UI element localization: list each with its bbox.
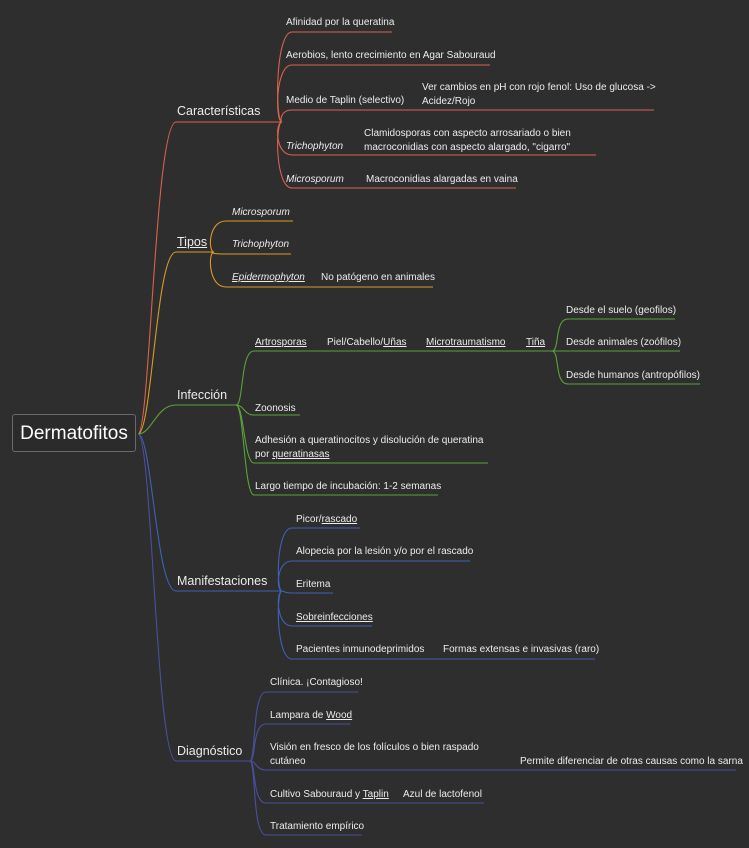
- node-desde-animales[interactable]: Desde animales (zoófilos): [566, 337, 682, 348]
- lampara-text: Lampara de: [270, 710, 327, 721]
- node-aerobios[interactable]: Aerobios, lento crecimiento en Agar Sabo…: [286, 50, 496, 61]
- node-tina[interactable]: Tiña: [526, 337, 546, 348]
- node-tratamiento[interactable]: Tratamiento empírico: [270, 821, 365, 832]
- node-cultivo-detail[interactable]: Azul de lactofenol: [403, 789, 482, 800]
- node-trichophyton-detail-line2[interactable]: macroconidias con aspecto alargado, "cig…: [364, 142, 571, 153]
- node-cultivo[interactable]: Cultivo Sabouraud y Taplin: [270, 788, 389, 801]
- node-incubacion[interactable]: Largo tiempo de incubación: 1-2 semanas: [255, 481, 442, 492]
- queratinasas-text: queratinasas: [272, 449, 330, 460]
- node-clinica[interactable]: Clínica. ¡Contagioso!: [270, 677, 363, 688]
- node-taplin-detail-line2[interactable]: Acidez/Rojo: [422, 96, 476, 107]
- infeccion-links: [137, 318, 700, 496]
- branch-manifestaciones[interactable]: Manifestaciones: [177, 574, 268, 588]
- node-piel-cabello-unas[interactable]: Piel/Cabello/Uñas: [327, 336, 407, 349]
- node-vision-line2[interactable]: cutáneo: [270, 756, 306, 767]
- tipos-links: [137, 220, 433, 435]
- node-desde-humanos[interactable]: Desde humanos (antropófilos): [566, 370, 700, 381]
- node-trichophyton-caract[interactable]: Trichophyton: [286, 141, 344, 152]
- node-vision-line1[interactable]: Visión en fresco de los folículos o bien…: [270, 742, 479, 753]
- node-desde-suelo[interactable]: Desde el suelo (geofilos): [566, 305, 677, 316]
- wood-text: Wood: [326, 710, 353, 721]
- node-adhesion-line1[interactable]: Adhesión a queratinocitos y disolución d…: [255, 435, 484, 446]
- node-afinidad[interactable]: Afinidad por la queratina: [286, 17, 395, 28]
- rascado-text: rascado: [321, 514, 358, 525]
- node-medio-taplin[interactable]: Medio de Taplin (selectivo): [286, 95, 405, 106]
- node-picor[interactable]: Picor/rascado: [296, 513, 357, 526]
- branch-tipos[interactable]: Tipos: [177, 235, 208, 249]
- node-artrosporas[interactable]: Artrosporas: [255, 337, 307, 348]
- node-inmuno-detail[interactable]: Formas extensas e invasivas (raro): [443, 644, 600, 655]
- diagnostico-links: [137, 433, 736, 836]
- caracteristicas-links: [137, 31, 654, 435]
- node-inmunodeprimidos[interactable]: Pacientes inmunodeprimidos: [296, 644, 425, 655]
- node-tipos-epidermophyton[interactable]: Epidermophyton: [232, 272, 305, 283]
- node-microsporum-caract[interactable]: Microsporum: [286, 174, 344, 185]
- node-taplin-detail-line1[interactable]: Ver cambios en pH con rojo fenol: Uso de…: [422, 82, 656, 93]
- node-eritema[interactable]: Eritema: [296, 579, 331, 590]
- node-sobreinfecciones[interactable]: Sobreinfecciones: [296, 612, 373, 623]
- unas-text: Uñas: [383, 337, 407, 348]
- piel-cabello-text: Piel/Cabello/: [327, 337, 384, 348]
- node-lampara[interactable]: Lampara de Wood: [270, 709, 352, 722]
- node-microsporum-detail[interactable]: Macroconidias alargadas en vaina: [366, 174, 518, 185]
- picor-text: Picor/: [296, 514, 322, 525]
- node-zoonosis[interactable]: Zoonosis: [255, 403, 296, 414]
- branch-caracteristicas[interactable]: Características: [177, 104, 261, 118]
- node-vision-detail[interactable]: Permite diferenciar de otras causas como…: [520, 756, 743, 767]
- node-alopecia[interactable]: Alopecia por la lesión y/o por el rascad…: [296, 546, 474, 557]
- branch-infeccion[interactable]: Infección: [177, 388, 228, 402]
- node-tipos-trichophyton[interactable]: Trichophyton: [232, 239, 290, 250]
- taplin-text: Taplin: [362, 789, 389, 800]
- node-tipos-microsporum[interactable]: Microsporum: [232, 207, 290, 218]
- node-microtraumatismo[interactable]: Microtraumatismo: [426, 337, 506, 348]
- node-trichophyton-detail-line1[interactable]: Clamidosporas con aspecto arrosariado o …: [364, 128, 571, 139]
- cultivo-text: Cultivo Sabouraud y: [270, 789, 363, 800]
- manifestaciones-links: [137, 433, 595, 660]
- adhesion-por-text: por: [255, 449, 273, 460]
- node-epidermophyton-detail[interactable]: No patógeno en animales: [321, 272, 435, 283]
- root-node-dermatofitos[interactable]: Dermatofitos: [12, 414, 136, 452]
- branch-diagnostico[interactable]: Diagnóstico: [177, 744, 243, 758]
- node-adhesion-line2[interactable]: por queratinasas: [255, 448, 330, 461]
